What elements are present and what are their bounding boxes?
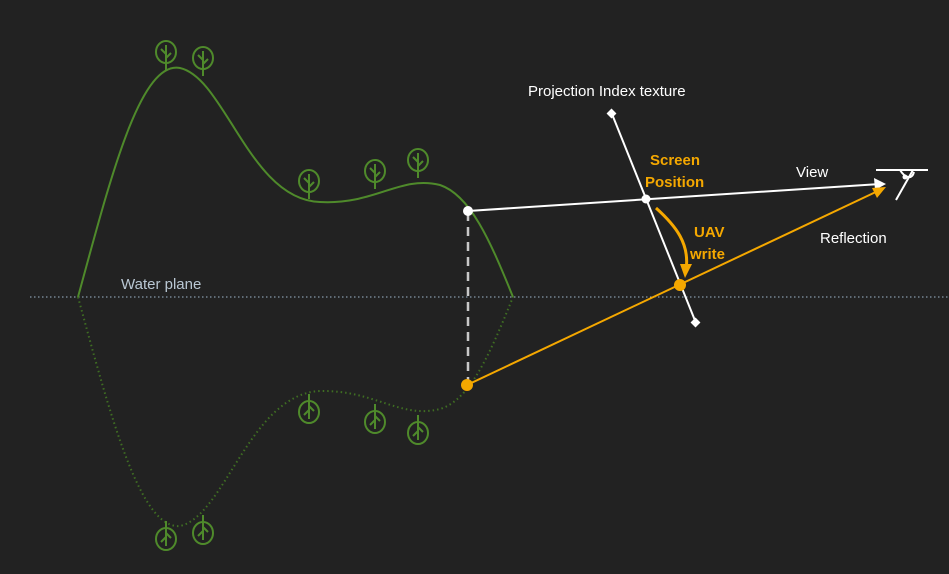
uav-label-line2: write (689, 246, 725, 263)
tree-icon (192, 46, 214, 77)
tree-icon (364, 159, 386, 190)
water-plane-label: Water plane (121, 276, 201, 293)
reflected-terrain-curve (77, 296, 514, 528)
screen-position-label-line1: Screen (650, 152, 700, 169)
plane-end-marker (606, 108, 617, 119)
reflection-ray (466, 189, 881, 386)
projection-index-texture-label: Projection Index texture (528, 83, 686, 100)
arrowhead-icon (872, 187, 886, 198)
reflected-point (461, 379, 473, 391)
tree-icon (155, 40, 177, 71)
projection-plane-line (611, 113, 697, 324)
reflection-label: Reflection (820, 230, 887, 247)
arrowhead-icon (874, 178, 886, 190)
tree-icon (407, 148, 429, 179)
tree-icon (192, 514, 214, 545)
terrain-point (463, 206, 473, 216)
screen-position-point (641, 194, 651, 204)
tree-icon (298, 169, 320, 200)
arrowhead-icon (680, 264, 692, 278)
eye-icon (876, 169, 928, 201)
uav-label-line1: UAV (694, 224, 725, 241)
tree-icon (364, 403, 386, 434)
uav-write-arrow (654, 206, 689, 271)
screen-position-label-line2: Position (645, 174, 704, 191)
view-label: View (796, 164, 828, 181)
plane-end-marker (690, 317, 701, 328)
terrain-curve (77, 66, 514, 298)
tree-icon (298, 393, 320, 424)
uav-write-point (674, 279, 686, 291)
tree-icon (407, 414, 429, 445)
view-ray (467, 183, 881, 212)
